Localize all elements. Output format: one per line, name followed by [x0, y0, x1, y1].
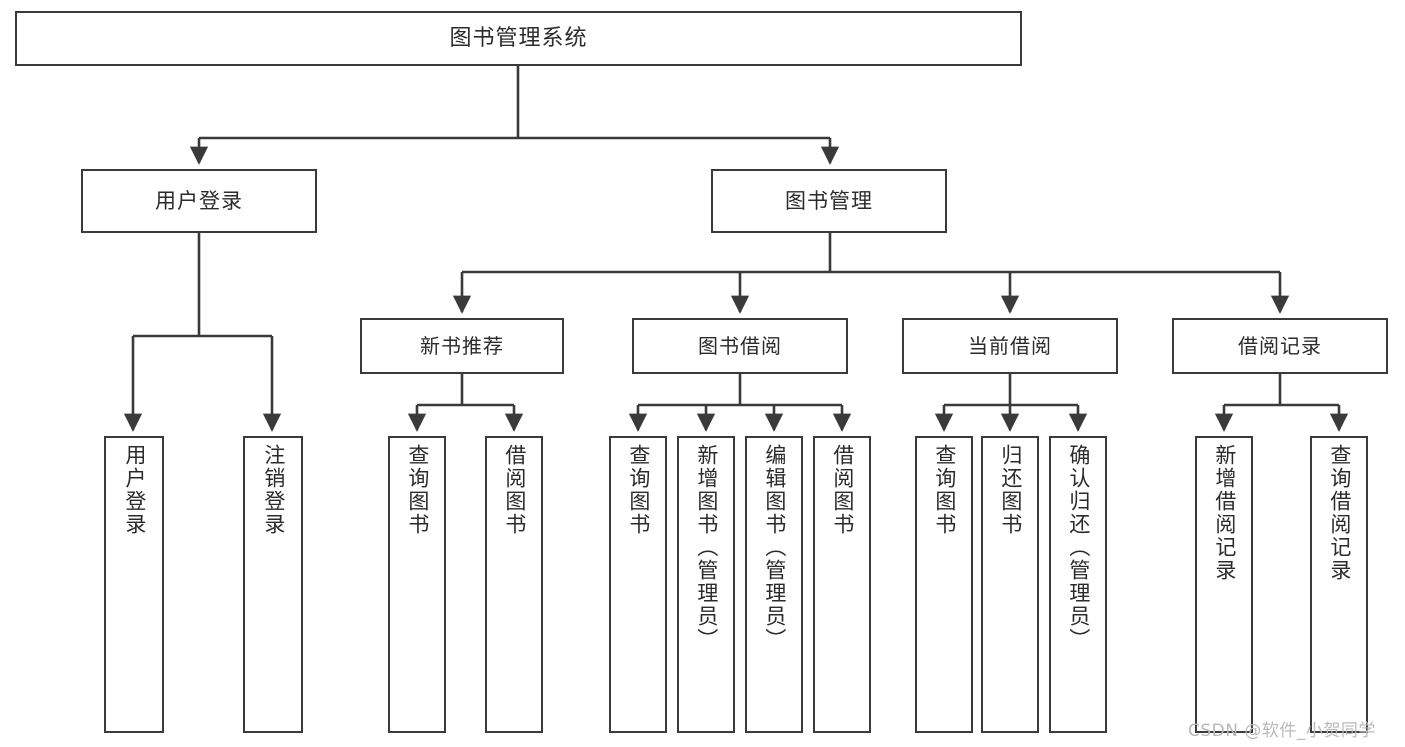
watermark: CSDN @软件_小贺同学	[1188, 721, 1376, 741]
node-label: 确认归还（管理员）	[1066, 444, 1091, 651]
leaf-confirm-return-admin[interactable]: 确认归还（管理员）	[1049, 436, 1107, 733]
node-borrow-record[interactable]: 借阅记录	[1172, 318, 1388, 374]
leaf-edit-book-admin[interactable]: 编辑图书（管理员）	[745, 436, 803, 733]
node-current-borrow[interactable]: 当前借阅	[902, 318, 1118, 374]
node-label: 用户登录	[155, 188, 243, 213]
node-label: 查询图书	[932, 444, 957, 536]
node-label: 查询图书	[626, 444, 651, 536]
leaf-borrow-book[interactable]: 借阅图书	[813, 436, 871, 733]
leaf-return-book[interactable]: 归还图书	[981, 436, 1039, 733]
leaf-query-book-current[interactable]: 查询图书	[915, 436, 973, 733]
leaf-borrow-book-recommend[interactable]: 借阅图书	[485, 436, 543, 733]
node-root[interactable]: 图书管理系统	[15, 11, 1022, 66]
node-label: 借阅图书	[502, 444, 527, 536]
node-book-management[interactable]: 图书管理	[711, 169, 947, 233]
node-book-borrow[interactable]: 图书借阅	[632, 318, 848, 374]
node-label: 新增图书（管理员）	[694, 444, 719, 651]
node-label: 归还图书	[998, 444, 1023, 536]
node-label: 用户登录	[122, 444, 147, 536]
node-label: 借阅图书	[830, 444, 855, 536]
node-label: 查询图书	[405, 444, 430, 536]
node-label: 借阅记录	[1238, 333, 1322, 358]
node-new-book-recommend[interactable]: 新书推荐	[360, 318, 564, 374]
node-label: 当前借阅	[968, 333, 1052, 358]
leaf-query-book-recommend[interactable]: 查询图书	[388, 436, 446, 733]
node-label: 新书推荐	[420, 333, 504, 358]
leaf-add-borrow-record[interactable]: 新增借阅记录	[1195, 436, 1253, 733]
node-label: 图书管理系统	[449, 25, 588, 51]
leaf-logout[interactable]: 注销登录	[243, 436, 303, 733]
node-label: 图书借阅	[698, 333, 782, 358]
leaf-query-borrow-record[interactable]: 查询借阅记录	[1310, 436, 1368, 733]
node-label: 查询借阅记录	[1327, 444, 1352, 582]
node-label: 注销登录	[261, 444, 286, 536]
node-label: 新增借阅记录	[1212, 444, 1237, 582]
leaf-add-book-admin[interactable]: 新增图书（管理员）	[677, 436, 735, 733]
node-label: 图书管理	[785, 188, 873, 213]
leaf-query-book-borrow[interactable]: 查询图书	[609, 436, 667, 733]
node-user-login[interactable]: 用户登录	[81, 169, 317, 233]
leaf-user-login[interactable]: 用户登录	[104, 436, 164, 733]
node-label: 编辑图书（管理员）	[762, 444, 787, 651]
